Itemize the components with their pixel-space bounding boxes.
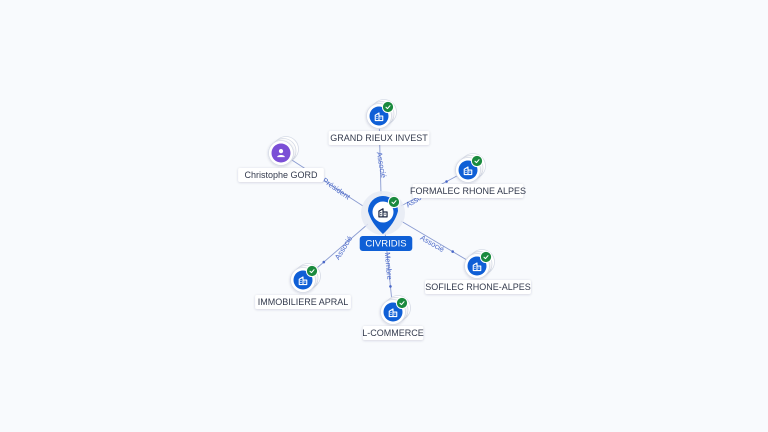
verified-check-icon xyxy=(305,264,319,278)
node-sofilec-rhone-alpes[interactable]: SOFILEC RHONE-ALPES xyxy=(425,249,531,295)
edge-arrow-icon xyxy=(389,285,392,288)
edge-line xyxy=(400,220,478,267)
verified-check-icon xyxy=(387,195,401,209)
center-label-tag xyxy=(359,236,413,251)
node-label: Christophe GORD xyxy=(244,170,318,180)
node-label-box xyxy=(412,184,524,198)
node-label-box xyxy=(255,295,351,309)
node-label: SOFILEC RHONE-ALPES xyxy=(425,282,531,292)
node-label: L-COMMERCE xyxy=(362,328,424,338)
center-label: CIVRIDIS xyxy=(365,239,406,250)
node-label-box xyxy=(238,168,324,182)
node-label-box xyxy=(362,326,424,340)
verified-check-icon xyxy=(479,250,493,264)
edge-label: Président xyxy=(321,176,353,202)
edge-sofilec-rhone-alpes: Associé xyxy=(400,220,478,267)
node-label-box xyxy=(425,280,531,294)
node-label: IMMOBILIERE APRAL xyxy=(258,297,349,307)
nodes-layer: GRAND RIEUX INVEST Christophe GORD FORMALE… xyxy=(238,99,531,341)
node-immobiliere-apral[interactable]: IMMOBILIERE APRAL xyxy=(255,263,351,310)
verified-check-icon xyxy=(381,100,395,114)
edge-arrow-icon xyxy=(451,250,454,253)
verified-check-icon xyxy=(470,154,484,168)
node-formalec-rhone-alpes[interactable]: FORMALEC RHONE ALPES xyxy=(410,153,526,199)
node-l-commerce[interactable]: L-COMMERCE xyxy=(362,295,424,341)
node-christophe-gord[interactable]: Christophe GORD xyxy=(238,136,324,183)
edge-label: Associé xyxy=(333,234,355,261)
edge-arrow-icon xyxy=(445,180,448,183)
edge-label: Associé xyxy=(375,151,388,178)
edge-label: Membre xyxy=(383,252,394,280)
node-label-box xyxy=(328,131,430,145)
edge-arrow-icon xyxy=(322,260,326,264)
center-node[interactable]: CIVRIDIS xyxy=(359,191,413,251)
verified-check-icon xyxy=(395,296,409,310)
node-label: GRAND RIEUX INVEST xyxy=(330,133,428,143)
node-label: FORMALEC RHONE ALPES xyxy=(410,186,526,196)
edge-label: Associé xyxy=(419,233,446,254)
node-grand-rieux-invest[interactable]: GRAND RIEUX INVEST xyxy=(328,99,430,146)
edge-line xyxy=(378,115,382,195)
